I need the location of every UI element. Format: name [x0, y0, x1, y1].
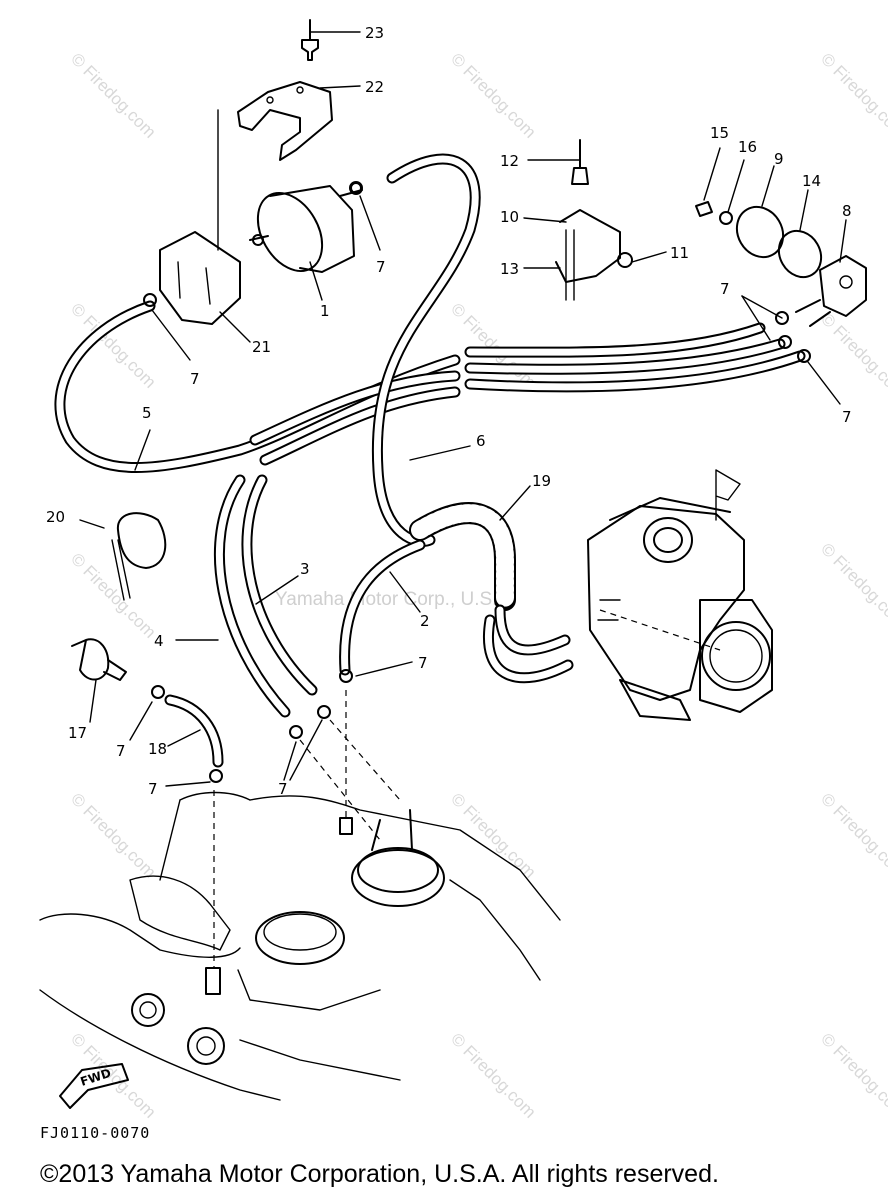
band-20	[111, 512, 167, 601]
watermark-text: © Firedog.com	[67, 789, 159, 881]
watermark-center-text: Yamaha Motor Corp., U.S.A.	[275, 589, 515, 610]
watermark-text: © Firedog.com	[447, 1029, 539, 1121]
callout-13: 13	[500, 260, 519, 278]
hose-18	[164, 694, 224, 768]
callout-7: 7	[418, 654, 428, 672]
callout-18: 18	[148, 740, 167, 758]
watermark-text: © Firedog.com	[447, 789, 539, 881]
callout-21: 21	[252, 338, 271, 356]
callout-labels: 23 22 21 1 7 7 5 6 12 10 13 11 15 16 9 1…	[46, 24, 852, 798]
callout-11: 11	[670, 244, 689, 262]
callout-14: 14	[802, 172, 821, 190]
carburetor	[587, 469, 773, 721]
fuel-filter-1	[249, 182, 363, 273]
watermark-text: © Firedog.com	[817, 539, 888, 631]
callout-9: 9	[774, 150, 784, 168]
copyright-notice: ©2013 Yamaha Motor Corporation, U.S.A. A…	[40, 1160, 719, 1188]
watermark-text: © Firedog.com	[817, 49, 888, 141]
callout-4: 4	[154, 632, 164, 650]
callout-7: 7	[376, 258, 386, 276]
callout-7: 7	[148, 780, 158, 798]
watermark-text: © Firedog.com	[67, 49, 159, 141]
bracket-22	[217, 19, 333, 251]
callout-3: 3	[300, 560, 310, 578]
fuel-tank-outline	[39, 791, 561, 1101]
callout-7: 7	[278, 780, 288, 798]
tank-fittings	[131, 690, 445, 1065]
band-21	[159, 231, 241, 325]
hose-5-bundle	[54, 300, 806, 473]
callout-20: 20	[46, 508, 65, 526]
diagram-code: FJ0110-0070	[40, 1124, 151, 1142]
watermark-text: © Firedog.com	[817, 1029, 888, 1121]
watermark-text: © Firedog.com	[817, 789, 888, 881]
callout-19: 19	[532, 472, 551, 490]
clamps-7	[143, 181, 811, 783]
hose-2	[339, 539, 426, 676]
callout-15: 15	[710, 124, 729, 142]
hose-3-4	[213, 474, 318, 718]
callout-7: 7	[842, 408, 852, 426]
watermark-text: © Firedog.com	[67, 549, 159, 641]
fitting-assembly-8	[695, 201, 867, 327]
check-valve-17	[71, 638, 127, 681]
callout-7: 7	[116, 742, 126, 760]
callout-22: 22	[365, 78, 384, 96]
callout-23: 23	[365, 24, 384, 42]
callout-1: 1	[320, 302, 330, 320]
callout-17: 17	[68, 724, 87, 742]
leader-lines	[79, 31, 847, 787]
callout-8: 8	[842, 202, 852, 220]
callout-10: 10	[500, 208, 519, 226]
hose-6	[371, 153, 481, 547]
callout-6: 6	[476, 432, 486, 450]
watermark-text: © Firedog.com	[447, 49, 539, 141]
watermark-text: © Firedog.com	[447, 299, 539, 391]
callout-7: 7	[720, 280, 730, 298]
clip-assembly-10	[555, 139, 633, 301]
callout-16: 16	[738, 138, 757, 156]
hose-19	[409, 502, 574, 684]
callout-5: 5	[142, 404, 152, 422]
callout-7: 7	[190, 370, 200, 388]
callout-2: 2	[420, 612, 430, 630]
callout-12: 12	[500, 152, 519, 170]
